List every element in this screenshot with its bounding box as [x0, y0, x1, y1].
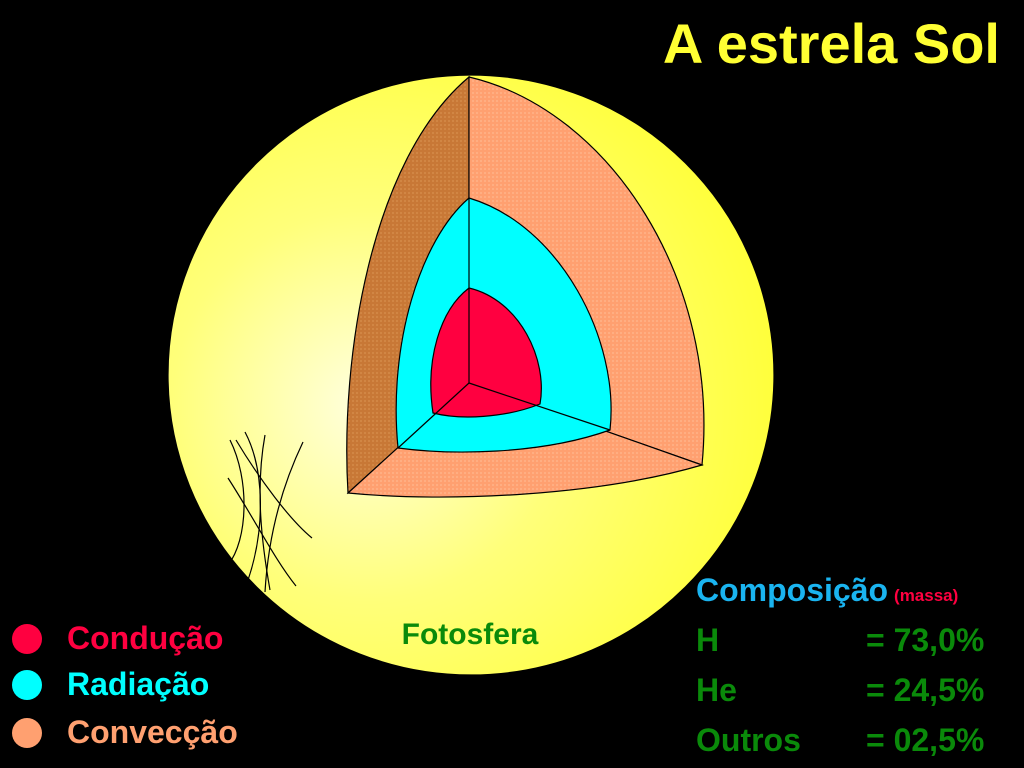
composition-row-helium: He = 24,5% — [696, 672, 1016, 718]
conduction-dot-icon — [12, 624, 42, 654]
legend-item-convection: Convecção — [12, 714, 312, 754]
temperature-value: 5.770 K — [721, 146, 789, 167]
composition-value: = 02,5% — [866, 722, 985, 758]
composition-value: = 73,0% — [866, 622, 985, 658]
photosphere-label: Fotosfera — [401, 618, 539, 651]
cutaway-axis-right — [468, 382, 611, 431]
convection-dot-icon — [12, 718, 42, 748]
composition-element: He — [696, 672, 737, 708]
radiation-dot-icon — [12, 670, 42, 700]
composition-unit: (massa) — [894, 586, 959, 605]
legend-label-convection: Convecção — [67, 714, 238, 750]
composition-row-others: Outros = 02,5% — [696, 722, 1016, 768]
composition-heading: Composição (massa) — [696, 572, 958, 609]
legend-label-radiation: Radiação — [67, 666, 210, 702]
composition-element: Outros — [696, 722, 801, 758]
legend-item-conduction: Condução — [12, 620, 312, 660]
slide-title: A estrela Sol — [662, 12, 1000, 75]
composition-row-hydrogen: H = 73,0% — [696, 622, 1016, 668]
temperature-label: Temperatura — [698, 121, 812, 142]
composition-value: = 24,5% — [866, 672, 985, 708]
composition-title: Composição — [696, 572, 889, 608]
surface-granulation-lines — [227, 431, 313, 593]
legend-item-radiation: Radiação — [12, 666, 312, 706]
legend-label-conduction: Condução — [67, 620, 224, 656]
composition-element: H — [696, 622, 720, 658]
core — [430, 287, 542, 418]
cutaway-axis-left — [397, 382, 470, 449]
